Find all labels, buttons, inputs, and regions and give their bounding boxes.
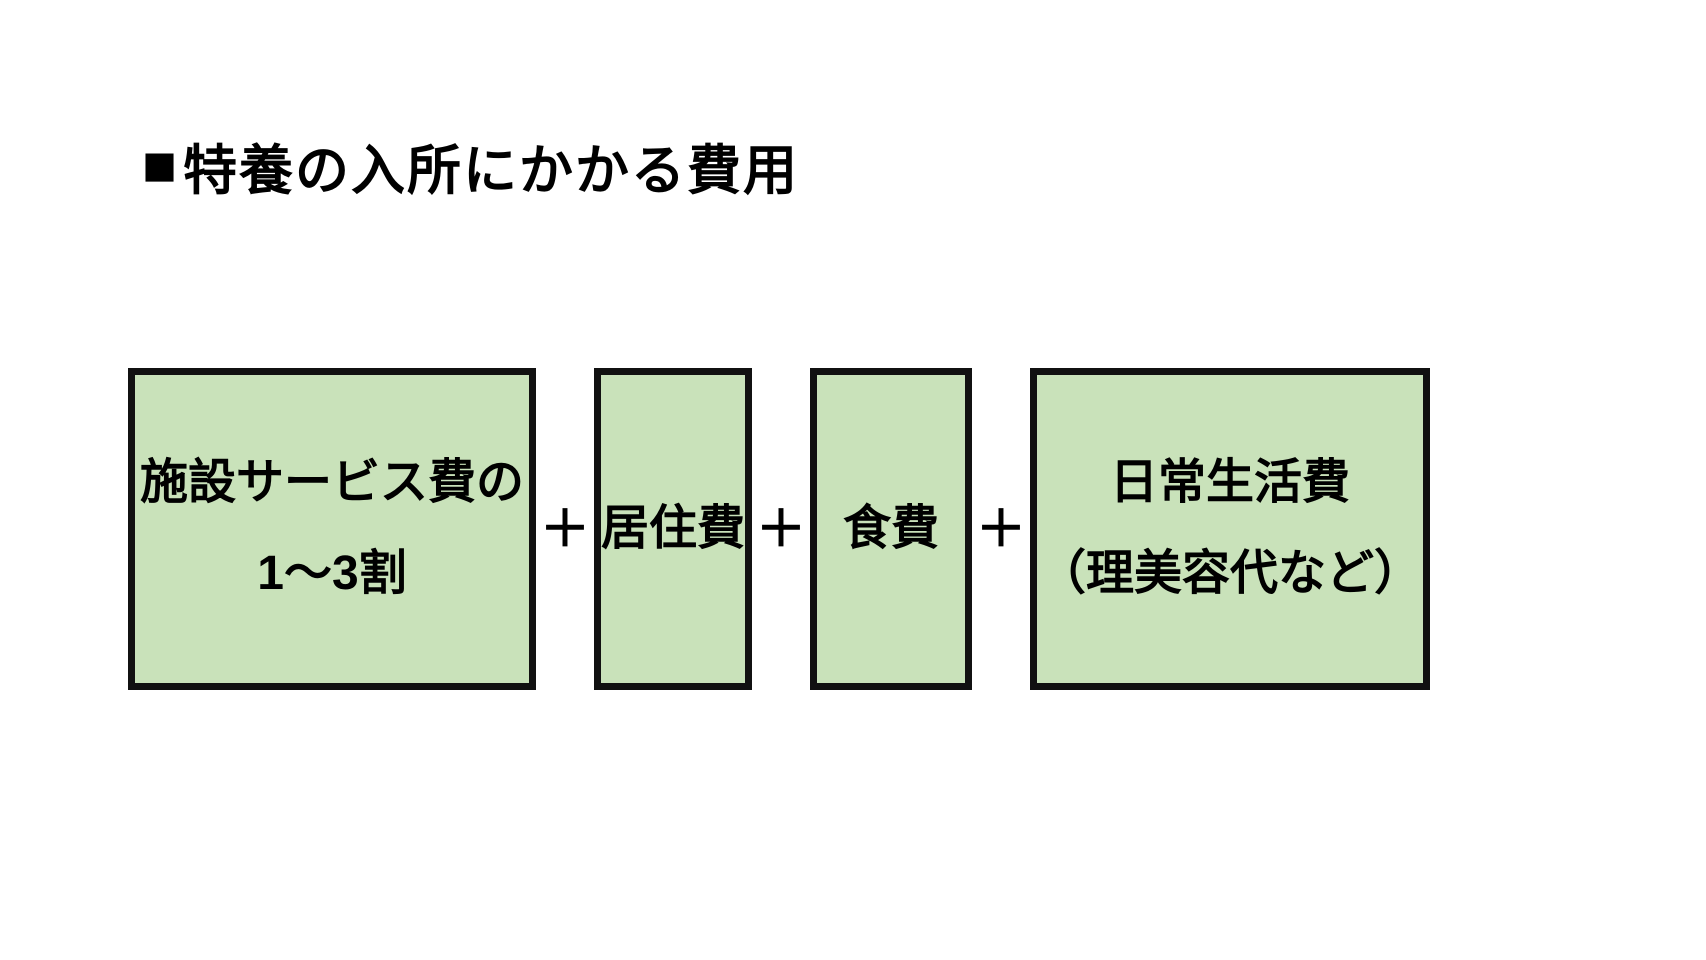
plus-sign: ＋ <box>976 501 1026 557</box>
cost-box-line: 居住費 <box>601 501 746 555</box>
cost-box-line: （理美容代など） <box>1037 547 1422 600</box>
cost-formula-row: 施設サービス費の 1～3割 ＋ 居住費 ＋ 食費 ＋ 日常生活費 （理美容代など… <box>128 368 1430 690</box>
cost-box-facility-service-fee: 施設サービス費の 1～3割 <box>128 368 536 690</box>
cost-box-housing-cost: 居住費 <box>594 368 752 690</box>
cost-box-food-cost: 食費 <box>810 368 972 690</box>
page-title: ■ 特養の入所にかかる費用 <box>142 126 799 205</box>
plus-sign: ＋ <box>756 501 806 557</box>
cost-box-line: 1～3割 <box>257 547 407 600</box>
title-bullet-square-icon: ■ <box>142 132 180 198</box>
cost-box-line: 施設サービス費の <box>139 456 524 510</box>
plus-sign: ＋ <box>540 501 590 557</box>
cost-box-line: 日常生活費 <box>1109 456 1350 510</box>
cost-box-daily-living-cost: 日常生活費 （理美容代など） <box>1030 368 1430 690</box>
page-title-text: 特養の入所にかかる費用 <box>183 141 800 201</box>
cost-box-line: 食費 <box>842 501 939 555</box>
